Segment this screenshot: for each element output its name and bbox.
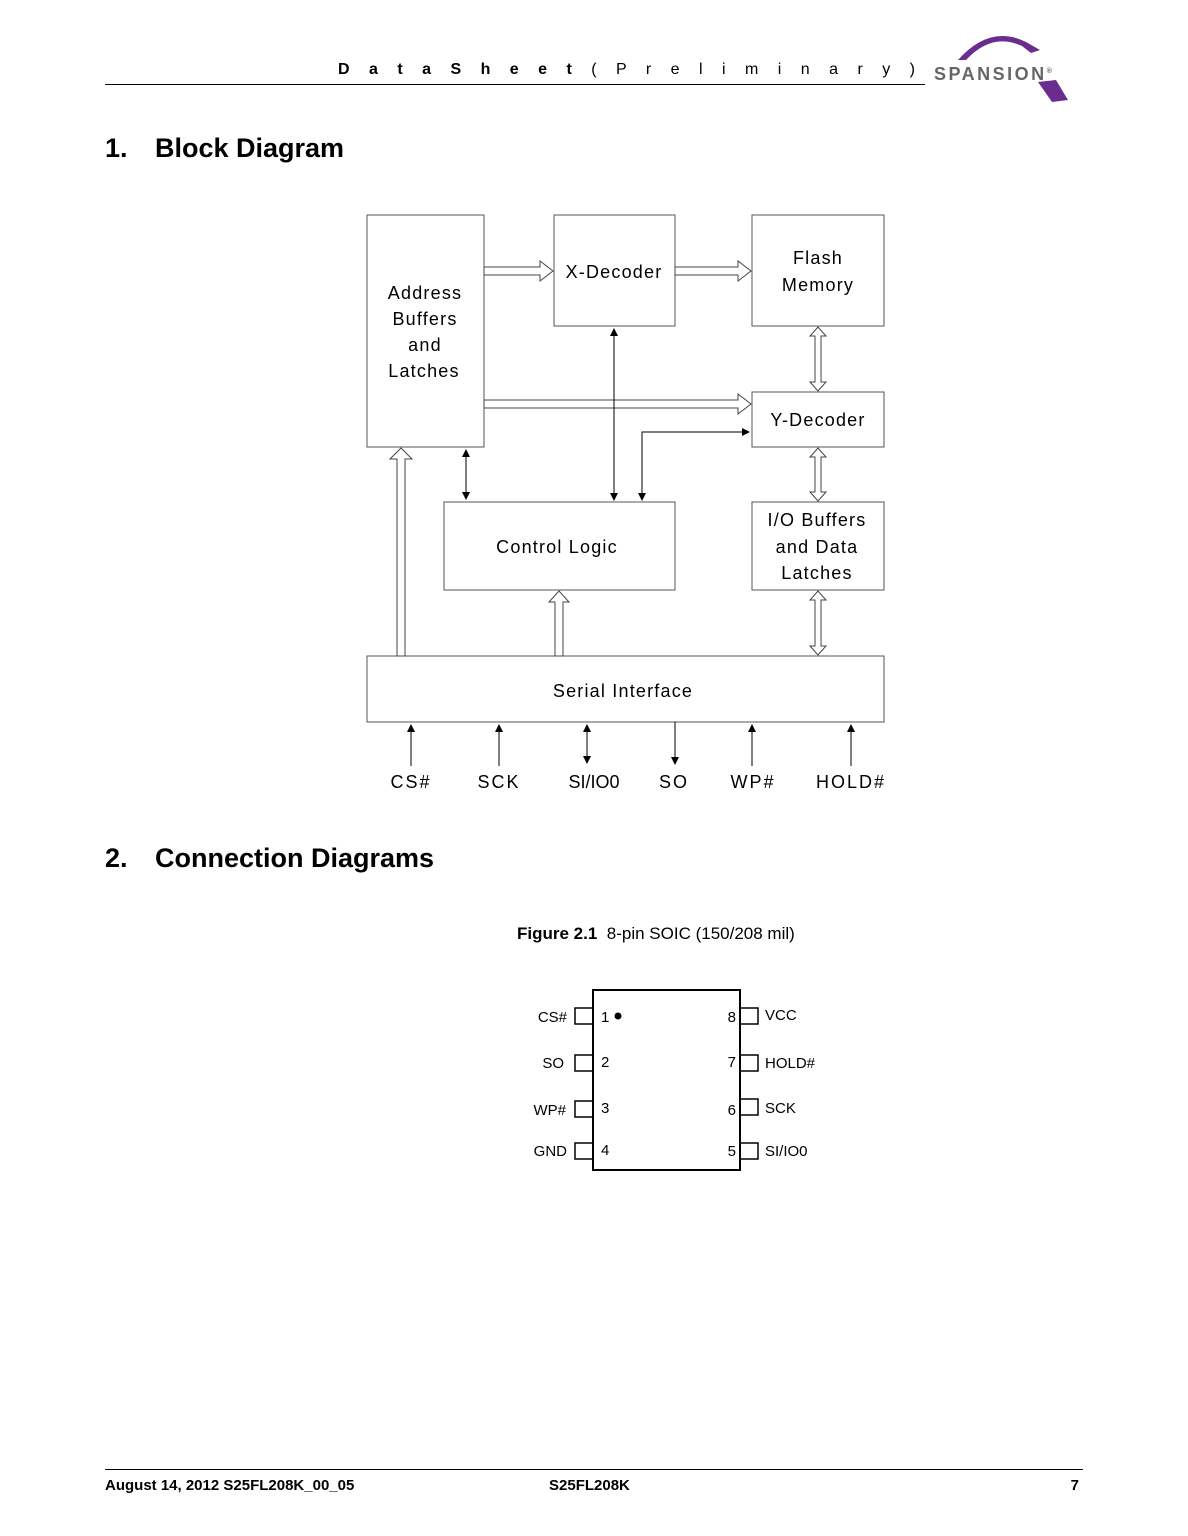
logo-wordmark: SPANSION® bbox=[934, 64, 1054, 85]
pin-name-hold: HOLD# bbox=[765, 1055, 816, 1072]
address-buffers-label-2: Buffers bbox=[392, 309, 457, 329]
flash-memory-block bbox=[751, 214, 885, 327]
signal-label-sck: SCK bbox=[477, 772, 520, 792]
section-number: 2. bbox=[105, 843, 128, 873]
signal-label-si: SI/IO0 bbox=[568, 772, 619, 792]
io-buffers-label-3: Latches bbox=[781, 563, 852, 583]
section-title: Connection Diagrams bbox=[155, 843, 435, 873]
figure-label: Figure 2.1 bbox=[517, 924, 598, 943]
section-heading-connection-diagrams: 2. Connection Diagrams bbox=[105, 843, 434, 874]
arrow-address-to-xdecoder bbox=[483, 259, 554, 283]
control-logic-label: Control Logic bbox=[496, 537, 618, 557]
y-decoder-block bbox=[751, 391, 885, 448]
section-number: 1. bbox=[105, 133, 128, 163]
pin-name-so: SO bbox=[542, 1055, 564, 1072]
header-title-rest: ( P r e l i m i n a r y ) bbox=[591, 61, 923, 78]
footer-date-doc: August 14, 2012 S25FL208K_00_05 bbox=[105, 1477, 355, 1494]
control-logic-block bbox=[443, 501, 676, 591]
address-buffers-label-4: Latches bbox=[388, 361, 459, 381]
footer-rule bbox=[105, 1469, 1083, 1470]
pin-num-5: 5 bbox=[728, 1143, 736, 1160]
pin-pad-7 bbox=[739, 1054, 759, 1072]
arrow-ydecoder-io bbox=[808, 447, 828, 502]
pin-num-8: 8 bbox=[728, 1009, 736, 1026]
signal-label-cs: CS# bbox=[390, 772, 431, 792]
serial-interface-label: Serial Interface bbox=[553, 681, 693, 701]
footer-page-number: 7 bbox=[1070, 1477, 1079, 1494]
io-buffers-label-2: and Data bbox=[776, 537, 859, 557]
pin-pad-1 bbox=[574, 1007, 594, 1025]
pin-name-vcc: VCC bbox=[765, 1007, 797, 1024]
logo-text: SPANSION bbox=[934, 64, 1047, 84]
pin-pad-6 bbox=[739, 1098, 759, 1116]
pin-num-7: 7 bbox=[728, 1054, 736, 1071]
section-heading-block-diagram: 1. Block Diagram bbox=[105, 133, 344, 164]
arrow-flash-ydecoder bbox=[808, 326, 828, 392]
pin1-dot bbox=[614, 1012, 622, 1020]
logo-swoosh-bottom bbox=[1038, 80, 1068, 102]
y-decoder-label: Y-Decoder bbox=[770, 410, 865, 430]
x-decoder-label: X-Decoder bbox=[566, 262, 663, 282]
pin-name-wp: WP# bbox=[533, 1102, 566, 1119]
io-buffers-label-1: I/O Buffers bbox=[768, 510, 867, 530]
pin-num-4: 4 bbox=[601, 1142, 609, 1159]
signal-label-hold: HOLD# bbox=[816, 772, 886, 792]
arrow-serial-to-address bbox=[388, 447, 414, 657]
logo-swoosh-top bbox=[958, 36, 1040, 60]
pin-num-1: 1 bbox=[601, 1009, 609, 1026]
arrow-address-to-ydecoder bbox=[483, 392, 752, 416]
arrow-io-serial bbox=[808, 590, 828, 656]
pin-pad-8 bbox=[739, 1007, 759, 1025]
pin-name-gnd: GND bbox=[534, 1143, 568, 1160]
x-decoder-block bbox=[553, 214, 676, 327]
pin-num-3: 3 bbox=[601, 1100, 609, 1117]
pin-name-cs: CS# bbox=[538, 1009, 568, 1026]
address-buffers-block bbox=[366, 214, 485, 448]
pin-name-si: SI/IO0 bbox=[765, 1143, 808, 1160]
header-title-bold: D a t a S h e e t bbox=[338, 61, 580, 78]
pin-num-2: 2 bbox=[601, 1054, 609, 1071]
package-body bbox=[592, 989, 741, 1171]
running-header-title: D a t a S h e e t ( P r e l i m i n a r … bbox=[338, 61, 923, 79]
arrow-xdecoder-to-flash bbox=[674, 259, 752, 283]
pin-pad-2 bbox=[574, 1054, 594, 1072]
flash-label-2: Memory bbox=[782, 275, 854, 295]
arrow-control-ydecoder bbox=[638, 428, 750, 501]
pin-pad-4 bbox=[574, 1142, 594, 1160]
pin-pad-5 bbox=[739, 1142, 759, 1160]
pin-name-sck: SCK bbox=[765, 1100, 796, 1117]
figure-caption-text: 8-pin SOIC (150/208 mil) bbox=[606, 924, 795, 943]
header-rule bbox=[105, 84, 925, 85]
logo-registered: ® bbox=[1046, 68, 1055, 75]
signal-label-so: SO bbox=[659, 772, 689, 792]
spansion-logo bbox=[958, 36, 1068, 102]
pin-num-6: 6 bbox=[728, 1102, 736, 1119]
section-title: Block Diagram bbox=[155, 133, 345, 163]
figure-caption: Figure 2.1 8-pin SOIC (150/208 mil) bbox=[517, 924, 795, 944]
address-buffers-label-3: and bbox=[408, 335, 442, 355]
signal-label-wp: WP# bbox=[730, 772, 775, 792]
serial-interface-block bbox=[366, 655, 885, 723]
pin-pad-3 bbox=[574, 1100, 594, 1118]
address-buffers-label-1: Address bbox=[388, 283, 462, 303]
footer-part-number: S25FL208K bbox=[549, 1477, 630, 1494]
io-buffers-block bbox=[751, 501, 885, 591]
arrow-serial-to-control bbox=[547, 590, 571, 657]
flash-label-1: Flash bbox=[793, 248, 843, 268]
